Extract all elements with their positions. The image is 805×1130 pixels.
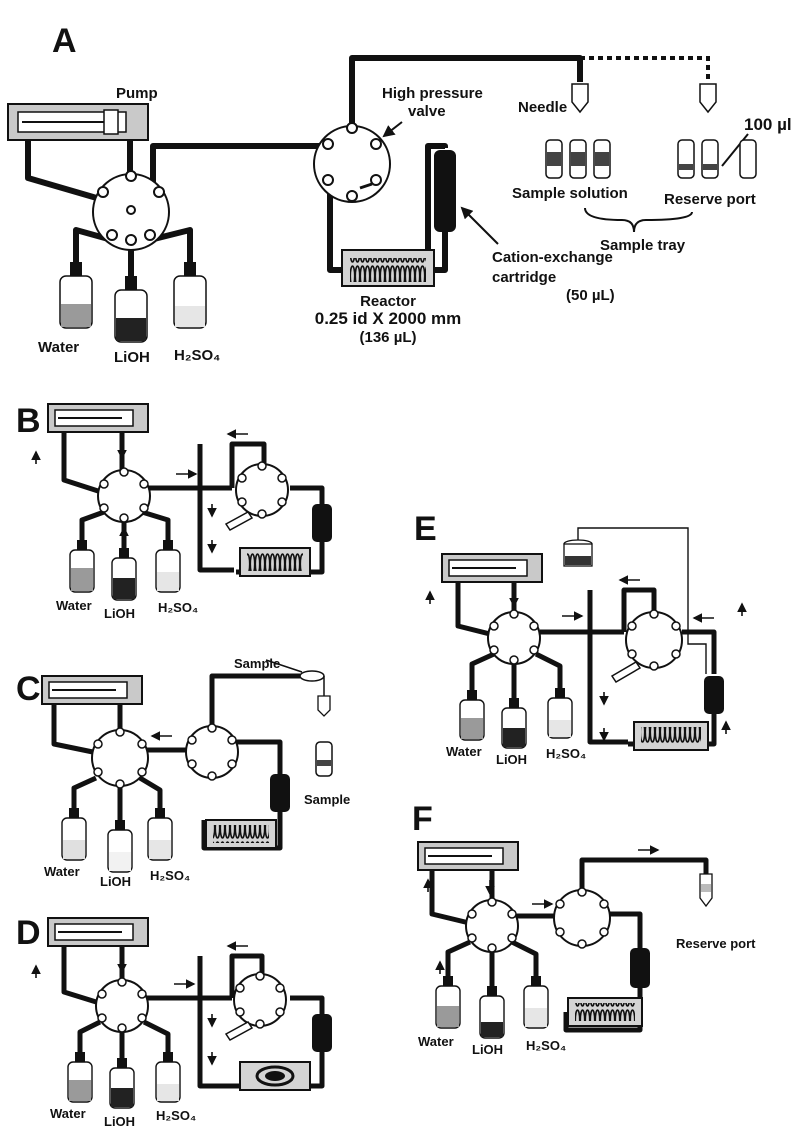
lioh-label-e: LiOH: [496, 752, 527, 767]
acid-bottle-a: [173, 262, 207, 329]
selector-valve-c: [91, 727, 149, 789]
lioh-label-a: LiOH: [114, 349, 150, 366]
needle-label: Needle: [518, 99, 567, 116]
selector-valve-f: [465, 897, 519, 953]
panel-b-label: B: [16, 402, 41, 440]
bottles-d: [67, 1052, 181, 1109]
arrows-b: [31, 429, 248, 554]
cartridge-e: [704, 676, 724, 714]
acid-label-e: H₂SO₄: [546, 746, 586, 761]
cartridge-c: [270, 774, 290, 812]
cartridge-label-line2: cartridge: [492, 269, 556, 286]
selector-valve-e: [487, 609, 541, 665]
acid-label-d: H₂SO₄: [156, 1108, 196, 1123]
water-label-f: Water: [418, 1034, 454, 1049]
reactor-e: [633, 721, 709, 751]
reactor-f: [567, 997, 643, 1027]
high-pressure-valve-f: [553, 887, 611, 949]
bottles-c: [61, 808, 173, 873]
selector-valve-a: [92, 170, 170, 251]
pump-e: [441, 553, 543, 583]
panel-c: C: [16, 656, 350, 889]
valve-label-line2: valve: [408, 103, 446, 120]
tubing-e: [455, 582, 717, 747]
water-label-c: Water: [44, 864, 80, 879]
water-label-a: Water: [38, 339, 79, 356]
reserve-port-label-a: Reserve port: [664, 191, 756, 208]
sample-injector-c: [265, 659, 333, 777]
reactor-a: [341, 249, 435, 287]
water-label-e: Water: [446, 744, 482, 759]
sample-solution-label: Sample solution: [512, 185, 628, 202]
reactor-c: [205, 819, 277, 849]
panel-a: A Pump: [7, 22, 792, 366]
panel-f-label: F: [412, 800, 433, 838]
sample-tray-label: Sample tray: [600, 237, 686, 254]
pump-b: [47, 403, 149, 433]
waste-cup-e: [563, 539, 593, 567]
valve-label-line1: High pressure: [382, 85, 483, 102]
panel-e: E: [414, 510, 747, 767]
panel-d-label: D: [16, 914, 41, 952]
lioh-label-d: LiOH: [104, 1114, 135, 1129]
acid-label-c: H₂SO₄: [150, 868, 190, 883]
panel-d: D: [16, 914, 332, 1129]
pump-d: [47, 917, 149, 947]
needle-1-a: [571, 83, 589, 114]
high-pressure-valve-e: [610, 609, 683, 684]
high-pressure-valve-d: [224, 971, 287, 1041]
pump-c: [41, 675, 143, 705]
acid-label-f: H₂SO₄: [526, 1038, 566, 1053]
arrows-f: [423, 845, 660, 974]
arrows-e: [425, 575, 747, 742]
water-label-b: Water: [56, 598, 92, 613]
pump-label: Pump: [116, 85, 158, 102]
reactor-dimensions: 0.25 id X 2000 mm: [315, 309, 461, 328]
panel-f: F: [412, 800, 756, 1057]
selector-valve-d: [95, 977, 149, 1033]
bottles-e: [459, 688, 573, 749]
bottles-f: [435, 976, 549, 1039]
cartridge-b: [312, 504, 332, 542]
high-pressure-valve-a: [313, 122, 391, 203]
needle-2-a: [699, 83, 717, 114]
water-label-d: Water: [50, 1106, 86, 1121]
cartridge-f: [630, 948, 650, 988]
panel-e-label: E: [414, 510, 437, 548]
lioh-label-c: LiOH: [100, 874, 131, 889]
high-pressure-valve-c: [185, 723, 239, 781]
overflow-tube-e: [577, 527, 707, 674]
high-pressure-valve-b: [224, 461, 289, 531]
reserve-vials-a: [677, 139, 757, 179]
sample-label-vial-c: Sample: [304, 792, 350, 807]
panel-c-label: C: [16, 670, 41, 708]
panel-b: B: [16, 402, 332, 621]
sample-label-top-c: Sample: [234, 656, 280, 671]
acid-label-b: H₂SO₄: [158, 600, 198, 615]
bottles-b: [69, 540, 181, 601]
cation-exchange-cartridge-a: [434, 150, 456, 232]
acid-label-a: H₂SO₄: [174, 347, 220, 364]
pump: [7, 103, 149, 141]
selector-valve-b: [97, 467, 151, 523]
lioh-bottle-a: [114, 276, 148, 343]
lioh-label-b: LiOH: [104, 606, 135, 621]
pump-f: [417, 841, 519, 871]
volume-label: 100 µl: [744, 115, 792, 134]
cartridge-volume: (50 µL): [566, 287, 615, 304]
lioh-label-f: LiOH: [472, 1042, 503, 1057]
cartridge-d: [312, 1014, 332, 1052]
reserve-needle-f: [699, 873, 713, 908]
sample-vials-a: [545, 139, 611, 179]
reactor-label: Reactor: [360, 293, 416, 310]
reserve-port-label-f: Reserve port: [676, 936, 756, 951]
water-bottle-a: [59, 262, 93, 329]
cartridge-label-line1: Cation-exchange: [492, 249, 613, 266]
tubing-b: [61, 432, 325, 575]
reactor-volume: (136 µL): [360, 329, 417, 346]
panel-a-label: A: [52, 22, 77, 60]
reactor-d: [239, 1061, 311, 1091]
reactor-b: [239, 547, 311, 577]
